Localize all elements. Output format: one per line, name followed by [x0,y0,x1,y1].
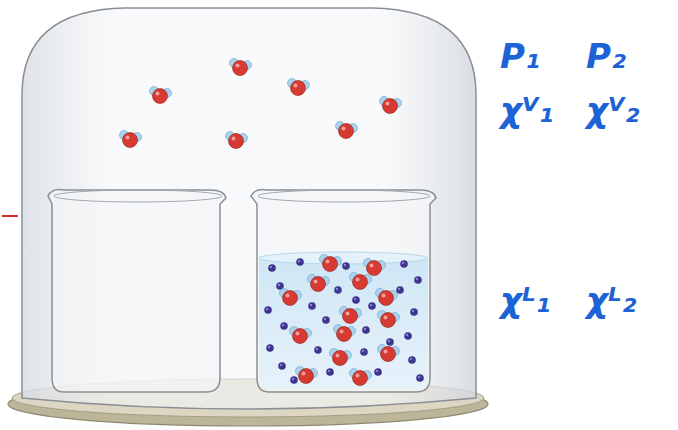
variable-label: χᴸ₂ [586,282,636,319]
variable-label: χⱽ₁ [500,92,553,129]
variable-label: P₂ [586,38,626,75]
variable-label: P₁ [500,38,540,75]
variable-label: χⱽ₂ [586,92,639,129]
variable-label: χᴸ₁ [500,282,550,319]
